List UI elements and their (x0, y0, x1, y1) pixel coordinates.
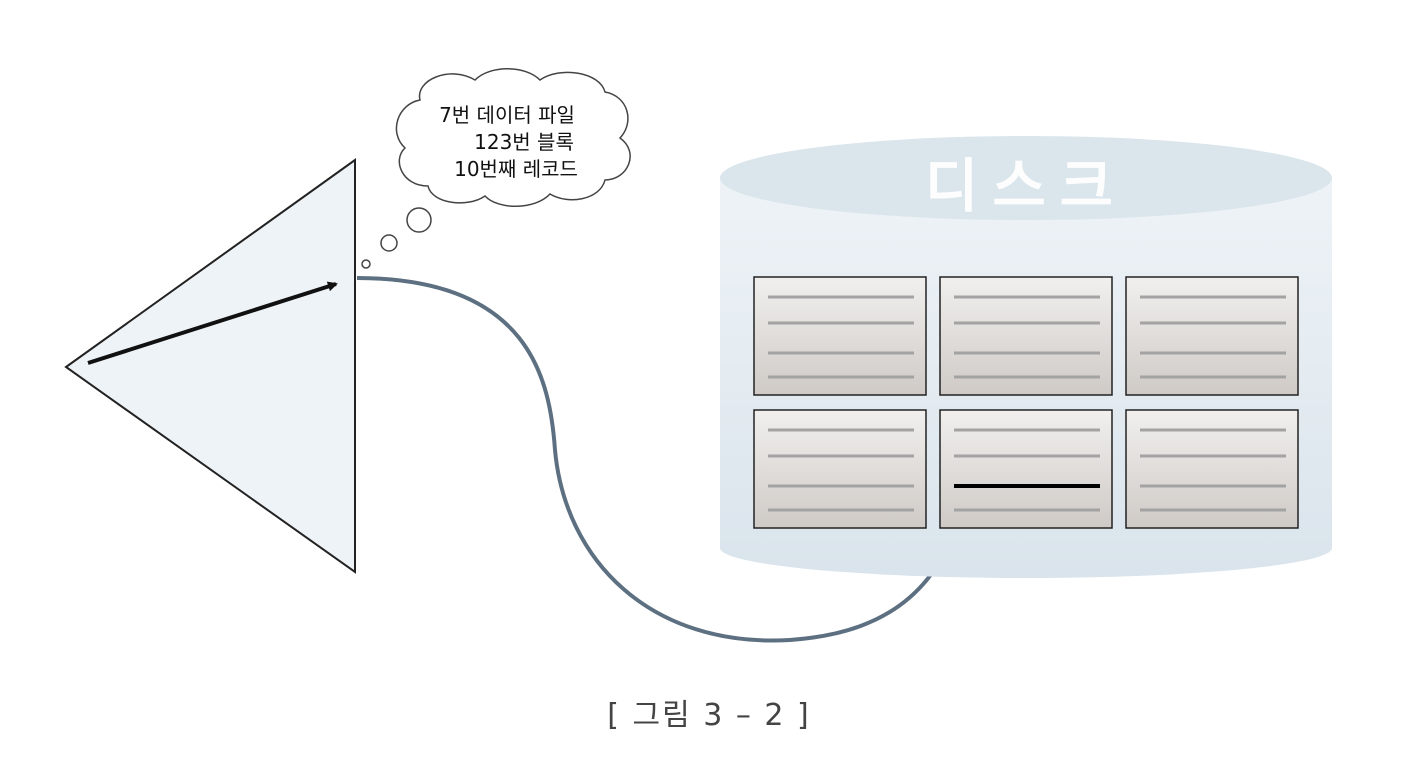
thought-line-1: 7번 데이터 파일 (439, 103, 575, 127)
thought-cloud (395, 68, 631, 207)
disk-cylinder: 디스크 (720, 136, 1332, 578)
thought-line-2: 123번 블록 (474, 130, 574, 154)
disk-block (753, 276, 927, 396)
disk-blocks (753, 276, 1299, 529)
disk-top (720, 136, 1332, 220)
index-triangle (64, 158, 356, 574)
disk-title: 디스크 (925, 152, 1127, 220)
thought-bubble: 7번 데이터 파일 123번 블록 10번째 레코드 (361, 68, 631, 269)
figure-caption: [ 그림 3 – 2 ] (607, 698, 811, 733)
disk-block (1125, 409, 1299, 529)
disk-block (939, 409, 1113, 529)
pointer-curve-arrow (356, 276, 969, 643)
thought-line-3: 10번째 레코드 (454, 157, 578, 181)
disk-block (753, 409, 927, 529)
index-pointer-arrow (87, 281, 338, 365)
disk-block (1125, 276, 1299, 396)
disk-block (939, 276, 1113, 396)
